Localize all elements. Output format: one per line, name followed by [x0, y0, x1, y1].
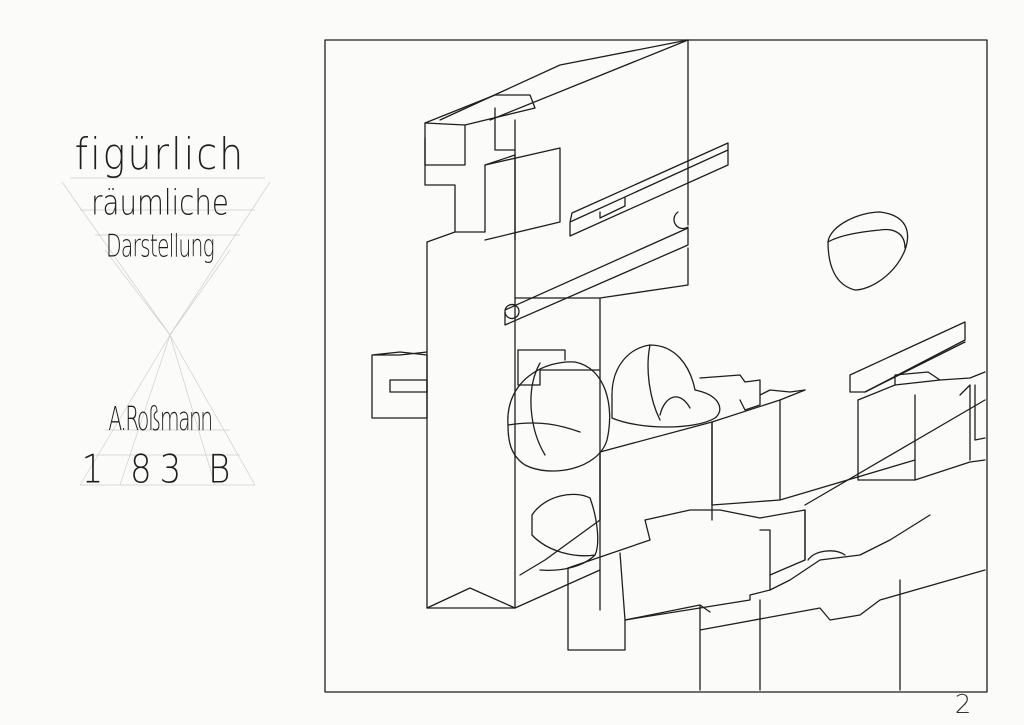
title-line-1: figürlich: [74, 128, 246, 180]
pipe-bar: [504, 227, 689, 326]
class-code: 1 83 B: [81, 447, 239, 493]
author-name: A.Roßmann: [108, 401, 213, 439]
cut-sphere-left: [507, 361, 611, 472]
diagonal-plane: [804, 399, 986, 506]
tower-block: [424, 39, 689, 609]
lower-blocks: [567, 509, 986, 691]
title-block: figürlich räumliche Darstellung A.Roßman…: [30, 120, 290, 500]
pipe-end: [504, 303, 520, 320]
upper-bar-end: [599, 197, 626, 219]
title-line-2: räumliche: [91, 183, 229, 224]
floating-segment: [827, 211, 909, 291]
half-sphere-lower: [531, 493, 599, 557]
upper-bar: [569, 142, 729, 237]
right-structure: [849, 321, 986, 481]
drawing-frame: [324, 39, 988, 693]
left-stub: [371, 351, 428, 419]
cut-sphere-right: [611, 344, 721, 428]
page-number: 2: [954, 690, 972, 720]
notch-upper: [673, 211, 689, 230]
central-cube: [599, 374, 806, 611]
title-line-3: Darstellung: [106, 229, 215, 265]
